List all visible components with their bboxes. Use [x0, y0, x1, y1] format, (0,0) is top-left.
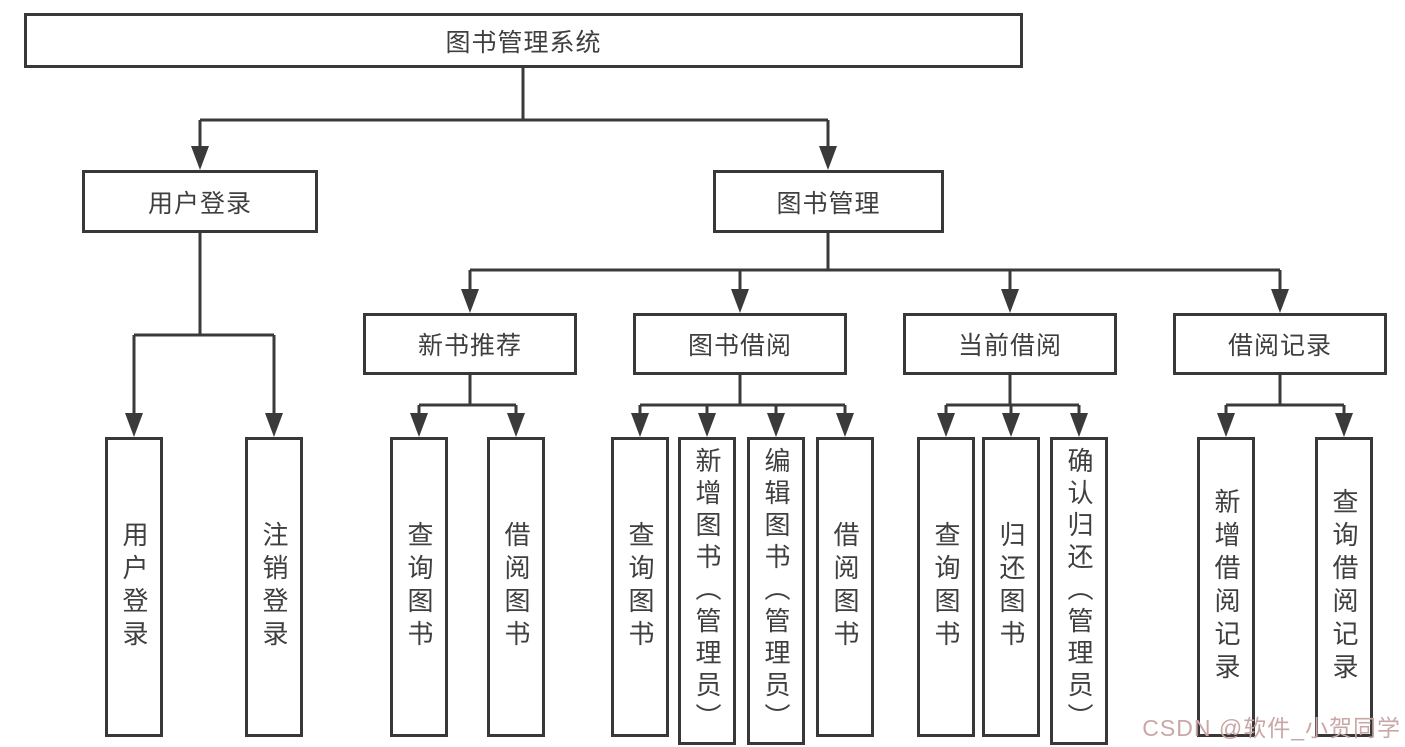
leaf-logout: 注销登录: [245, 437, 303, 737]
node-library-system: 图书管理系统: [24, 13, 1023, 68]
leaf-edit-books-admin-label: 编辑图书（管理员）: [761, 447, 791, 735]
node-user-login: 用户登录: [82, 170, 318, 233]
leaf-borrow-books-recommend-label: 借阅图书: [501, 521, 531, 653]
leaf-query-books-current: 查询图书: [917, 437, 975, 737]
leaf-query-books-recommend: 查询图书: [390, 437, 448, 737]
leaf-confirm-return-admin: 确认归还（管理员）: [1050, 437, 1108, 745]
csdn-watermark: CSDN @软件_小贺同学: [1142, 715, 1401, 741]
leaf-confirm-return-admin-label: 确认归还（管理员）: [1064, 447, 1094, 735]
leaf-user-login-label: 用户登录: [119, 521, 149, 653]
leaf-add-borrow-record: 新增借阅记录: [1197, 437, 1255, 737]
node-borrowing-records: 借阅记录: [1173, 313, 1387, 375]
leaf-logout-label: 注销登录: [259, 521, 289, 653]
node-book-management: 图书管理: [713, 170, 944, 233]
leaf-add-borrow-record-label: 新增借阅记录: [1211, 488, 1241, 686]
leaf-borrow-books-recommend: 借阅图书: [487, 437, 545, 737]
leaf-borrow-books-label: 借阅图书: [830, 521, 860, 653]
node-new-book-recommend: 新书推荐: [363, 313, 577, 375]
leaf-borrow-books: 借阅图书: [816, 437, 874, 737]
leaf-query-books-recommend-label: 查询图书: [404, 521, 434, 653]
leaf-query-borrow-record-label: 查询借阅记录: [1329, 488, 1359, 686]
node-book-borrowing: 图书借阅: [633, 313, 847, 375]
leaf-query-books-current-label: 查询图书: [931, 521, 961, 653]
leaf-query-books-borrow-label: 查询图书: [625, 521, 655, 653]
leaf-user-login: 用户登录: [105, 437, 163, 737]
leaf-add-books-admin: 新增图书（管理员）: [678, 437, 736, 745]
leaf-return-books-label: 归还图书: [996, 521, 1026, 653]
leaf-query-books-borrow: 查询图书: [611, 437, 669, 737]
leaf-return-books: 归还图书: [982, 437, 1040, 737]
leaf-edit-books-admin: 编辑图书（管理员）: [747, 437, 805, 745]
leaf-add-books-admin-label: 新增图书（管理员）: [692, 447, 722, 735]
node-current-borrowing: 当前借阅: [903, 313, 1117, 375]
leaf-query-borrow-record: 查询借阅记录: [1315, 437, 1373, 737]
